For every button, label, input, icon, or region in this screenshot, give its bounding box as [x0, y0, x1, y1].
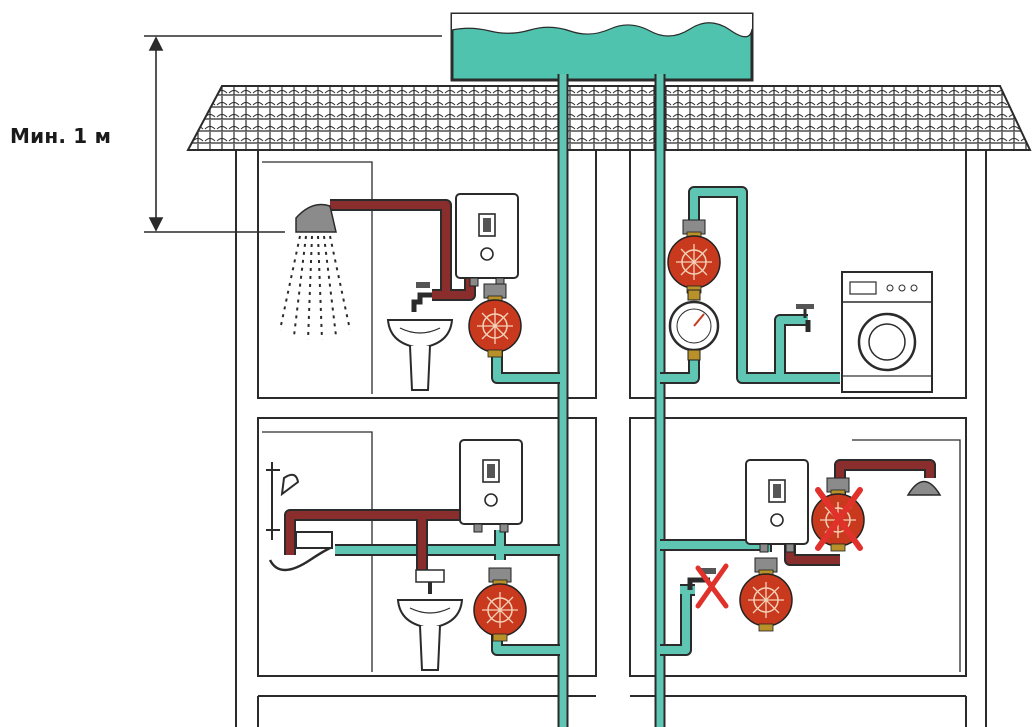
washing-machine-icon: [842, 272, 932, 392]
sink-icon: [398, 600, 462, 670]
pump-icon: [668, 220, 720, 293]
water-tank: [452, 14, 752, 80]
tap-icon: [296, 532, 332, 548]
water-heater-icon: [456, 194, 518, 286]
pump-icon: [469, 284, 521, 357]
house-walls: [236, 150, 986, 727]
shower-head-icon: [280, 205, 350, 341]
cold-water-risers: [563, 74, 660, 727]
roof: [188, 86, 1030, 150]
sink-icon: [388, 320, 452, 390]
pump-icon: [474, 568, 526, 641]
water-heater-icon: [460, 440, 522, 532]
tap-icon: [416, 570, 444, 594]
water-heater-icon: [746, 460, 808, 552]
tap-icon: [414, 282, 432, 312]
water-meter-icon: [670, 290, 718, 360]
pump-icon: [740, 558, 792, 631]
shower-head-icon: [908, 482, 940, 496]
